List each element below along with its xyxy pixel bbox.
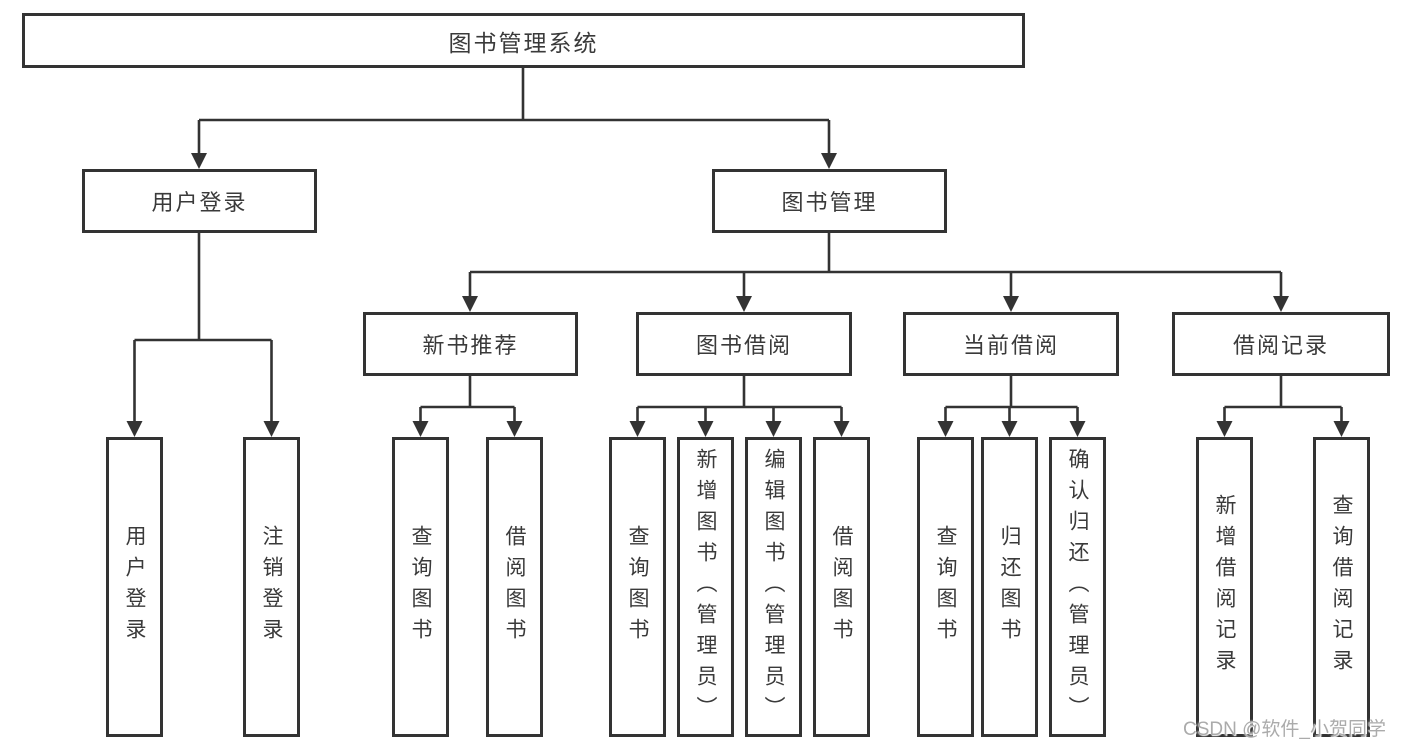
- connector-book-management-groups: [462, 232, 1289, 312]
- node-label: 借阅图书: [830, 525, 853, 649]
- node-user-login: 用户登录: [82, 169, 317, 233]
- leaf-add-borrow-record: 新增借阅记录: [1196, 437, 1253, 737]
- leaf-query-books-borrow: 查询图书: [609, 437, 666, 737]
- leaf-user-login: 用户登录: [106, 437, 163, 737]
- node-label: 归还图书: [998, 525, 1021, 649]
- node-label: 新增借阅记录: [1213, 494, 1236, 680]
- node-book-borrow: 图书借阅: [636, 312, 852, 376]
- leaf-confirm-return-admin: 确认归还（管理员）: [1049, 437, 1106, 737]
- node-book-management: 图书管理: [712, 169, 947, 233]
- node-label: 图书管理系统: [448, 29, 599, 56]
- node-label: 借阅记录: [1232, 333, 1329, 358]
- connector-new-book-children: [412, 376, 523, 437]
- connector-root-branches: [191, 68, 837, 169]
- node-label: 注销登录: [260, 525, 283, 649]
- node-label: 查询借阅记录: [1330, 494, 1353, 680]
- csdn-watermark: CSDN @软件_小贺同学: [1183, 719, 1386, 740]
- node-label: 确认归还（管理员）: [1066, 447, 1089, 727]
- node-label: 查询图书: [934, 525, 957, 649]
- connector-borrow-record-children: [1216, 376, 1350, 437]
- node-label: 当前借阅: [962, 333, 1059, 358]
- leaf-query-books-recommend: 查询图书: [392, 437, 449, 737]
- connector-book-borrow-children: [629, 376, 850, 437]
- node-label: 查询图书: [409, 525, 432, 649]
- leaf-borrow-books-recommend: 借阅图书: [486, 437, 543, 737]
- leaf-query-books-current: 查询图书: [917, 437, 974, 737]
- node-label: 图书借阅: [695, 333, 792, 358]
- node-root-system: 图书管理系统: [22, 13, 1025, 68]
- node-label: 用户登录: [123, 525, 146, 649]
- leaf-return-books: 归还图书: [981, 437, 1038, 737]
- connector-user-login-children: [126, 233, 280, 437]
- leaf-edit-books-admin: 编辑图书（管理员）: [745, 437, 802, 737]
- leaf-borrow-books: 借阅图书: [813, 437, 870, 737]
- node-label: 编辑图书（管理员）: [762, 447, 785, 727]
- node-new-book-recommend: 新书推荐: [363, 312, 578, 376]
- node-label: 新书推荐: [422, 333, 519, 358]
- connector-current-borrow-children: [937, 376, 1086, 437]
- node-label: 用户登录: [151, 190, 248, 215]
- leaf-add-books-admin: 新增图书（管理员）: [677, 437, 734, 737]
- leaf-logout: 注销登录: [243, 437, 300, 737]
- node-borrow-record: 借阅记录: [1172, 312, 1390, 376]
- leaf-query-borrow-record: 查询借阅记录: [1313, 437, 1370, 737]
- node-label: 新增图书（管理员）: [694, 447, 717, 727]
- node-label: 借阅图书: [503, 525, 526, 649]
- node-label: 查询图书: [626, 525, 649, 649]
- node-label: 图书管理: [781, 190, 878, 215]
- node-current-borrow: 当前借阅: [903, 312, 1119, 376]
